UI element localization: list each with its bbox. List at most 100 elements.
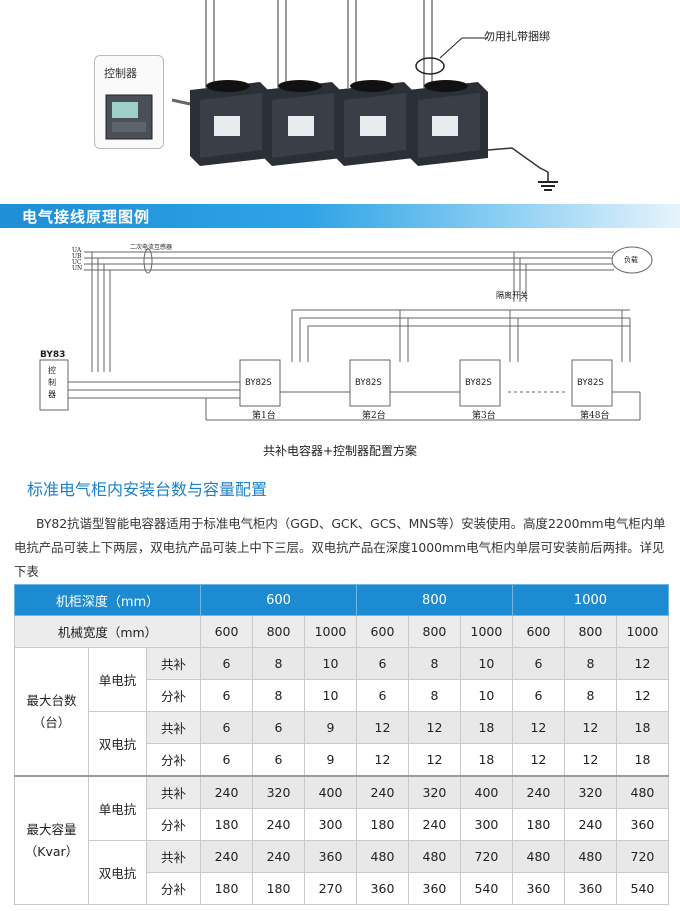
table-cell: 12 — [511, 743, 565, 777]
group-label-line1: 最大台数 — [26, 692, 77, 708]
table-cell: 360 — [407, 872, 461, 905]
table-cell: 320 — [407, 775, 461, 809]
group-label-line2: （台） — [32, 714, 71, 730]
banner-title: 电气接线原理图例 — [22, 208, 151, 226]
table-cell: 240 — [511, 775, 565, 809]
subgroup-label: 单电抗 — [88, 647, 147, 712]
table-cell: 6 — [200, 743, 254, 777]
table-cell: 6 — [200, 711, 254, 744]
table-cell: 12 — [511, 711, 565, 744]
table-cell: 400 — [459, 775, 513, 809]
table-cell: 12 — [355, 743, 409, 777]
table-cell: 360 — [563, 872, 617, 905]
table-cell: 8 — [563, 679, 617, 712]
table-cell: 300 — [459, 808, 513, 841]
table-cell: 180 — [200, 808, 254, 841]
compensation-type: 分补 — [145, 679, 202, 712]
table-cell: 10 — [304, 679, 357, 712]
table-cell: 10 — [459, 647, 513, 680]
section-banner: 电气接线原理图例 — [0, 204, 680, 228]
table-cell: 180 — [200, 872, 254, 905]
table-cell: 18 — [459, 711, 513, 744]
controller-text: 控 制 器 — [48, 366, 56, 399]
width-header: 600 — [355, 615, 409, 648]
compensation-type: 分补 — [145, 808, 202, 841]
depth-header: 600 — [200, 584, 357, 616]
table-cell: 180 — [511, 808, 565, 841]
unit-name: 第1台 — [252, 411, 276, 421]
table-cell: 18 — [615, 743, 670, 777]
wiring-diagram: UA UB UC UN 二次电流互感器 负载 隔离开关 BY83 控 制 器 B… — [0, 232, 680, 447]
table-cell: 8 — [563, 647, 617, 680]
table-cell: 360 — [615, 808, 670, 841]
paragraph-text: BY82抗谐型智能电容器适用于标准电气柜内（GGD、GCK、GCS、MNS等）安… — [14, 516, 666, 579]
table-cell: 540 — [615, 872, 670, 905]
width-header: 800 — [407, 615, 461, 648]
table-cell: 480 — [407, 840, 461, 873]
table-cell: 6 — [252, 711, 305, 744]
table-cell: 240 — [355, 775, 409, 809]
table-cell: 8 — [407, 679, 461, 712]
table-cell: 12 — [563, 711, 617, 744]
capacitor-units-drawing — [105, 0, 558, 191]
table-cell: 480 — [511, 840, 565, 873]
table-cell: 8 — [252, 679, 305, 712]
table-cell: 18 — [459, 743, 513, 777]
table-cell: 480 — [563, 840, 617, 873]
depth-header: 1000 — [511, 584, 670, 616]
unit-2 — [262, 80, 342, 166]
table-cell: 12 — [615, 647, 670, 680]
table-cell: 240 — [563, 808, 617, 841]
ct-label: 二次电流互感器 — [130, 244, 173, 251]
table-cell: 12 — [355, 711, 409, 744]
table-cell: 720 — [459, 840, 513, 873]
unit-name: 第2台 — [362, 411, 386, 421]
width-header: 1000 — [304, 615, 357, 648]
phase-label: UB — [72, 253, 82, 260]
table-cell: 12 — [615, 679, 670, 712]
compensation-type: 共补 — [145, 647, 202, 680]
table-cell: 360 — [355, 872, 409, 905]
width-header: 800 — [563, 615, 617, 648]
table-cell: 6 — [355, 647, 409, 680]
table-cell: 6 — [252, 743, 305, 777]
width-header: 1000 — [459, 615, 513, 648]
compensation-type: 共补 — [145, 840, 202, 873]
width-header: 1000 — [615, 615, 670, 648]
subgroup-label: 双电抗 — [88, 840, 147, 905]
depth-label: 机柜深度（mm） — [13, 584, 202, 616]
load-label: 负载 — [624, 256, 638, 264]
table-cell: 6 — [355, 679, 409, 712]
compensation-type: 分补 — [145, 743, 202, 777]
table-subheader-row: 机械宽度（mm） 600 800 1000 600 800 1000 600 8… — [13, 615, 670, 648]
wiring-lines — [39, 246, 653, 421]
phase-label: UN — [72, 265, 83, 272]
table-cell: 400 — [304, 775, 357, 809]
table-cell: 12 — [407, 711, 461, 744]
subgroup-label: 单电抗 — [88, 775, 147, 841]
diagram-caption: 共补电容器+控制器配置方案 — [262, 444, 418, 458]
unit-3 — [334, 80, 414, 166]
table-cell: 10 — [304, 647, 357, 680]
unit-model: BY82S — [577, 378, 604, 388]
unit-name: 第48台 — [580, 411, 610, 421]
table-cell: 300 — [304, 808, 357, 841]
table-cell: 9 — [304, 711, 357, 744]
unit-model: BY82S — [245, 378, 272, 388]
compensation-type: 共补 — [145, 711, 202, 744]
width-header: 800 — [252, 615, 305, 648]
table-cell: 540 — [459, 872, 513, 905]
table-cell: 240 — [200, 775, 254, 809]
table-cell: 9 — [304, 743, 357, 777]
table-cell: 180 — [252, 872, 305, 905]
subgroup-label: 双电抗 — [88, 711, 147, 777]
controller-model: BY83 — [40, 350, 66, 360]
table-cell: 6 — [511, 679, 565, 712]
table-cell: 720 — [615, 840, 670, 873]
table-cell: 480 — [355, 840, 409, 873]
